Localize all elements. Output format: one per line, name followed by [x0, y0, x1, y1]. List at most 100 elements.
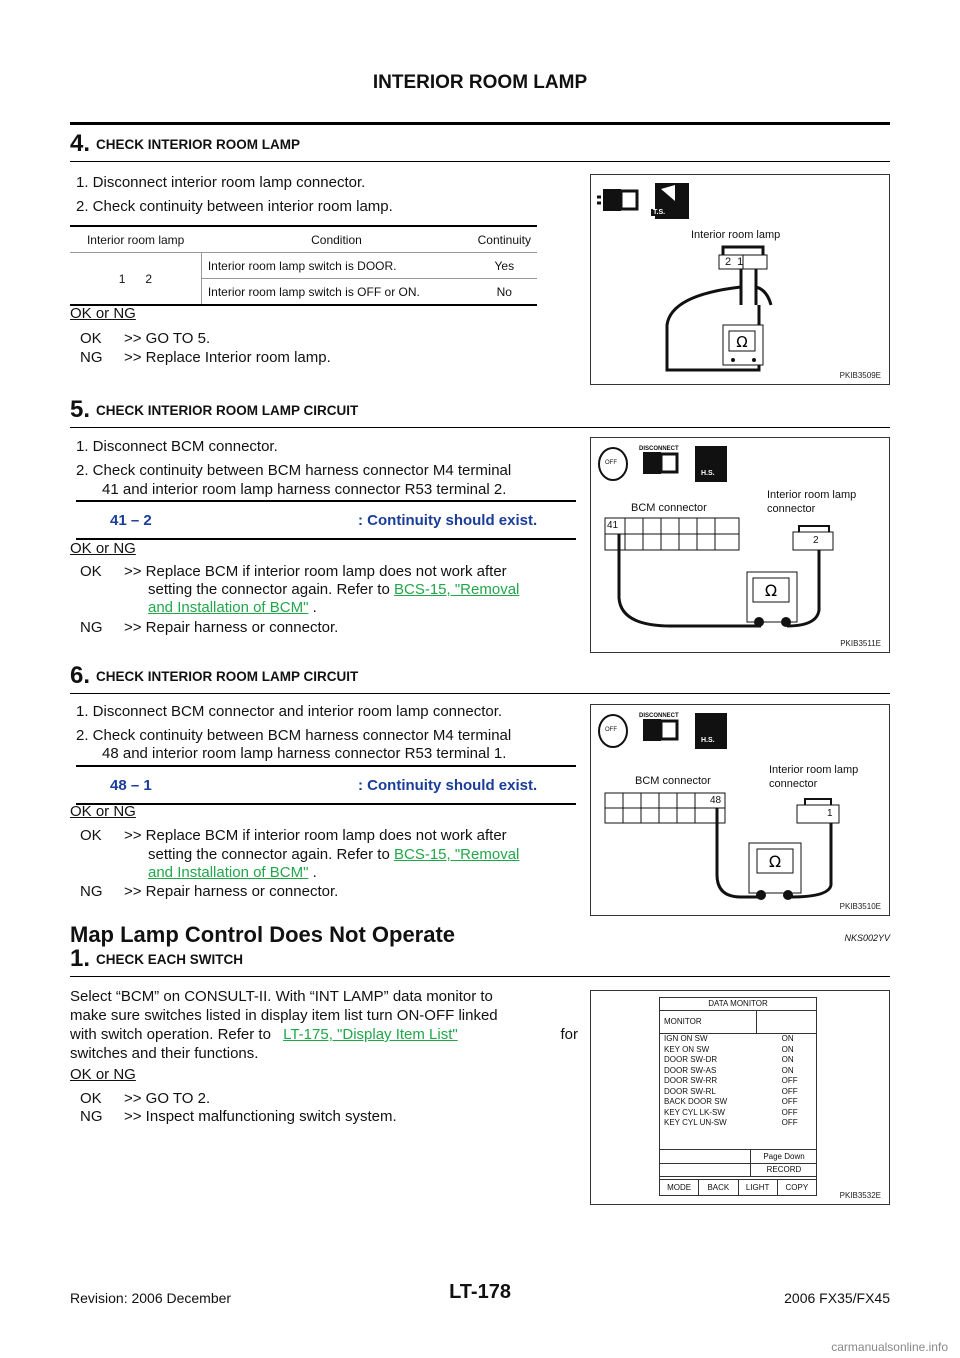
ng-label: NG	[80, 1108, 103, 1125]
bcm-connector-label: BCM connector	[631, 502, 707, 514]
figure-code: PKIB3509E	[839, 371, 881, 380]
monitor-value: ON	[781, 1055, 794, 1065]
step-item: 41 and interior room lamp harness connec…	[102, 481, 507, 498]
monitor-header-label: MONITOR	[664, 1017, 702, 1026]
lt-175-link[interactable]: LT-175, "Display Item List"	[283, 1026, 458, 1043]
lamp-label: Interior room lamp	[691, 229, 781, 241]
mode-button[interactable]: MODE	[660, 1180, 700, 1195]
monitor-item: IGN ON SW	[664, 1034, 708, 1044]
ng-label: NG	[80, 883, 103, 900]
step-item: 2. Check continuity between BCM harness …	[76, 727, 512, 744]
table-cell: Interior room lamp switch is OFF or ON.	[200, 278, 472, 304]
light-button[interactable]: LIGHT	[739, 1180, 778, 1195]
period: .	[312, 864, 317, 881]
ok-text: setting the connector again. Refer to	[148, 846, 390, 863]
bcm-pin: 48	[710, 795, 722, 806]
label-line: connector	[767, 503, 816, 515]
step-item: 1. Disconnect BCM connector and interior…	[76, 703, 503, 720]
monitor-value: ON	[781, 1044, 794, 1054]
ok-result: OK>> GO TO 2.	[80, 1089, 210, 1108]
monitor-item: KEY CYL LK-SW	[664, 1107, 725, 1117]
ng-label: NG	[80, 349, 103, 366]
text: for	[560, 1026, 578, 1043]
revision-label: Revision: 2006 December	[70, 1290, 232, 1306]
pin-2: 2	[725, 256, 738, 268]
monitor-item: KEY ON SW	[664, 1044, 710, 1054]
ng-result: NG>> Repair harness or connector.	[80, 618, 338, 637]
page-down-button[interactable]: Page Down	[750, 1150, 817, 1163]
step-number: 6.	[70, 662, 91, 689]
record-button[interactable]: RECORD	[750, 1163, 817, 1176]
ok-result: OK>> Replace BCM if interior room lamp d…	[80, 562, 507, 581]
model-label: 2006 FX35/FX45	[784, 1290, 890, 1306]
bcs-15-link[interactable]: BCS-15, "Removal	[394, 581, 520, 598]
lamp-pins: 21	[725, 256, 749, 268]
ok-label: OK	[80, 1090, 102, 1107]
text: with switch operation. Refer to	[70, 1026, 271, 1043]
ok-result-cont: setting the connector again. Refer to BC…	[148, 845, 519, 864]
ohm-icon: Ω	[736, 333, 747, 351]
step-rule	[70, 427, 890, 428]
disconnect-label: DISCONNECT	[639, 713, 679, 719]
ng-result: NG >> Repair harness or connector.	[80, 882, 338, 901]
spec-terminals: 41 – 2	[110, 512, 152, 529]
monitor-item: BACK DOOR SW	[664, 1097, 728, 1107]
ok-result-cont: setting the connector again. Refer to BC…	[148, 580, 519, 599]
spec-box: 41 – 2 : Continuity should exist.	[76, 500, 576, 540]
step-item: 2. Check continuity between interior roo…	[76, 198, 393, 215]
bcm-circuit-diagram: Ω	[598, 713, 840, 900]
bcs-15-link[interactable]: BCS-15, "Removal	[394, 846, 520, 863]
ng-text: >> Repair harness or connector.	[124, 883, 339, 900]
monitor-value: ON	[781, 1034, 794, 1044]
hs-tester-icon	[695, 713, 727, 749]
step-item: 1. Disconnect interior room lamp connect…	[76, 174, 366, 191]
hs-label: H.S.	[701, 470, 715, 477]
ok-or-ng-label: OK or NG	[70, 803, 136, 820]
bcs-15-link[interactable]: and Installation of BCM"	[148, 599, 309, 616]
ok-label: OK	[80, 330, 102, 347]
ok-result: OK>> GO TO 5.	[80, 329, 210, 348]
page-number: LT-178	[449, 1281, 511, 1303]
step-title: CHECK INTERIOR ROOM LAMP CIRCUIT	[96, 669, 359, 684]
monitor-row: IGN ON SW ON	[660, 1034, 816, 1045]
step-1-heading: 1.CHECK EACH SWITCH	[70, 945, 243, 973]
step-title: CHECK INTERIOR ROOM LAMP	[96, 137, 301, 152]
paragraph-line: Select “BCM” on CONSULT-II. With “INT LA…	[70, 988, 493, 1005]
back-button[interactable]: BACK	[699, 1180, 739, 1195]
col-header: Interior room lamp	[86, 232, 185, 247]
ng-result: NG>> Replace Interior room lamp.	[80, 348, 331, 367]
copy-button[interactable]: COPY	[785, 1183, 809, 1192]
ok-text: >> Replace BCM if interior room lamp doe…	[124, 827, 507, 844]
divider	[756, 1011, 757, 1033]
label-line: Interior room lamp	[767, 489, 857, 501]
monitor-value: OFF	[781, 1118, 798, 1128]
bcm-circuit-diagram: Ω	[598, 446, 834, 628]
monitor-row: KEY ON SW ON	[660, 1045, 816, 1056]
ok-label: OK	[80, 563, 102, 580]
monitor-value: OFF	[781, 1086, 798, 1096]
figure-code: PKIB3532E	[839, 1191, 881, 1200]
ok-label: OK	[80, 827, 102, 844]
off-label: OFF	[605, 727, 617, 733]
monitor-button-bar: MODE BACK LIGHT COPY	[660, 1179, 816, 1195]
disconnect-label: DISCONNECT	[639, 446, 679, 452]
label-line: Interior room lamp	[769, 764, 859, 776]
monitor-item: DOOR SW-AS	[664, 1065, 717, 1075]
monitor-value: OFF	[781, 1097, 798, 1107]
step-item: 2. Check continuity between BCM harness …	[76, 462, 512, 479]
bcm-connector-label: BCM connector	[635, 775, 711, 787]
figure-code: PKIB3510E	[839, 902, 881, 911]
off-label: OFF	[605, 460, 617, 466]
spec-result: : Continuity should exist.	[358, 777, 538, 794]
ok-or-ng-label: OK or NG	[70, 305, 136, 322]
ng-text: >> Repair harness or connector.	[124, 619, 339, 636]
watermark: carmanualsonline.info	[831, 1340, 948, 1354]
monitor-row: BACK DOOR SW OFF	[660, 1097, 816, 1108]
page-down-row: Page Down	[660, 1149, 816, 1164]
bcs-15-link[interactable]: and Installation of BCM"	[148, 864, 309, 881]
